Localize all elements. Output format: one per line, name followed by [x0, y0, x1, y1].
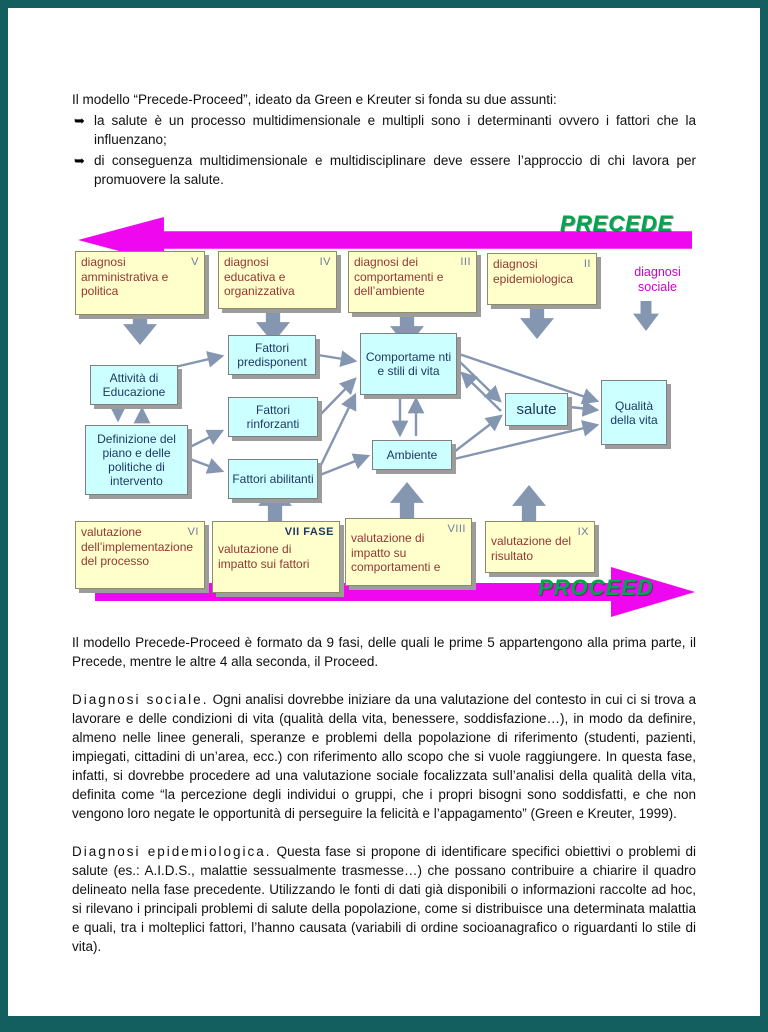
- box-comportamenti: Comportame nti e stili di vita: [360, 333, 457, 395]
- down-arrow-icon: [633, 301, 659, 331]
- up-arrow-icon: [512, 485, 546, 521]
- paragraph-lead: Diagnosi sociale.: [72, 692, 209, 707]
- box-label: Ambiente: [386, 448, 438, 462]
- phase-box-5: diagnosi amministrativa e politica V: [75, 251, 205, 315]
- paragraph-lead: Diagnosi epidemiologica.: [72, 844, 272, 859]
- box-label: Attività di Educazione: [102, 371, 166, 399]
- phase-box-label: diagnosi epidemiologica: [493, 257, 574, 286]
- document-page: Il modello “Precede-Proceed”, ideato da …: [8, 8, 760, 1016]
- phase-box-label: valutazione di impatto su comportamenti …: [351, 531, 441, 574]
- phase-numeral: II: [583, 258, 591, 270]
- phase-box-2: diagnosi epidemiologica II: [487, 253, 597, 305]
- box-fattori-abilitanti: Fattori abilitanti: [228, 459, 318, 499]
- phase-numeral: VIII: [447, 523, 466, 535]
- phase-box-7: valutazione di impatto sui fattori VII F…: [212, 521, 340, 593]
- phase-numeral: VI: [187, 526, 199, 538]
- paragraph-fasi: Il modello Precede-Proceed è formato da …: [72, 635, 696, 669]
- diagnosi-sociale-label: diagnosi sociale: [634, 265, 681, 294]
- phase-box-label: diagnosi educativa e organizzativa: [224, 255, 295, 298]
- intro-line: Il modello “Precede-Proceed”, ideato da …: [72, 92, 557, 107]
- phase-box-label: diagnosi amministrativa e politica: [81, 255, 169, 298]
- up-arrow-icon: [390, 482, 424, 518]
- arrow-bullet-icon: ➥: [74, 153, 85, 168]
- paragraph-body: Ogni analisi dovrebbe iniziare da una va…: [72, 692, 697, 821]
- box-ambiente: Ambiente: [372, 440, 452, 470]
- phase-box-label: valutazione di impatto sui fattori: [218, 542, 310, 571]
- box-label: Comportame nti e stili di vita: [365, 350, 452, 378]
- precede-label: PRECEDE: [560, 211, 674, 236]
- proceed-label: PROCEED: [538, 575, 654, 600]
- phase-box-9: valutazione del risultato IX: [485, 521, 595, 573]
- phase-box-4: diagnosi educativa e organizzativa IV: [218, 251, 337, 309]
- phase-numeral: IX: [577, 526, 589, 538]
- box-definizione-piano: Definizione del piano e delle politiche …: [85, 425, 188, 495]
- phase-box-6: valutazione dell’implementazione del pro…: [75, 521, 205, 589]
- box-label: Fattori abilitanti: [232, 472, 314, 486]
- box-label: Fattori predisponent: [237, 341, 307, 369]
- bullet-text: di conseguenza multidimensionale e multi…: [94, 153, 696, 187]
- box-attivita-educazione: Attività di Educazione: [90, 365, 178, 405]
- phase-box-label: valutazione dell’implementazione del pro…: [81, 525, 194, 568]
- box-label: salute: [516, 400, 557, 418]
- phase-numeral: VII FASE: [284, 526, 334, 538]
- phase-numeral: III: [460, 256, 471, 268]
- phase-box-8: valutazione di impatto su comportamenti …: [345, 518, 472, 586]
- box-qualita-vita: Qualità della vita: [601, 380, 667, 445]
- paragraph-diagnosi-epidemiologica: Diagnosi epidemiologica. Questa fase si …: [72, 842, 696, 956]
- bullet-text: la salute è un processo multidimensional…: [94, 113, 696, 147]
- box-salute: salute: [505, 393, 568, 426]
- box-label: Definizione del piano e delle politiche …: [97, 432, 176, 488]
- phase-numeral: V: [191, 256, 199, 268]
- box-label: Fattori rinforzanti: [246, 403, 300, 431]
- phase-box-3: diagnosi dei comportamenti e dell’ambien…: [348, 251, 477, 313]
- paragraph-body: Questa fase si propone di identificare s…: [72, 844, 697, 954]
- phase-numeral: IV: [319, 256, 331, 268]
- down-arrow-icon: [520, 303, 554, 339]
- arrow-bullet-icon: ➥: [74, 113, 85, 128]
- phase-box-label: diagnosi dei comportamenti e dell’ambien…: [354, 255, 444, 298]
- bullet-item: ➥ di conseguenza multidimensionale e mul…: [72, 151, 696, 189]
- precede-proceed-diagram: PRECEDE diagnosi amministrativa e politi…: [60, 209, 708, 625]
- box-label: Qualità della vita: [610, 398, 658, 427]
- box-fattori-predisponenti: Fattori predisponent: [228, 335, 316, 375]
- box-fattori-rinforzanti: Fattori rinforzanti: [228, 397, 318, 437]
- paragraph-diagnosi-sociale: Diagnosi sociale. Ogni analisi dovrebbe …: [72, 690, 696, 823]
- bullet-item: ➥ la salute è un processo multidimension…: [72, 111, 696, 149]
- phase-box-label: valutazione del risultato: [491, 534, 572, 563]
